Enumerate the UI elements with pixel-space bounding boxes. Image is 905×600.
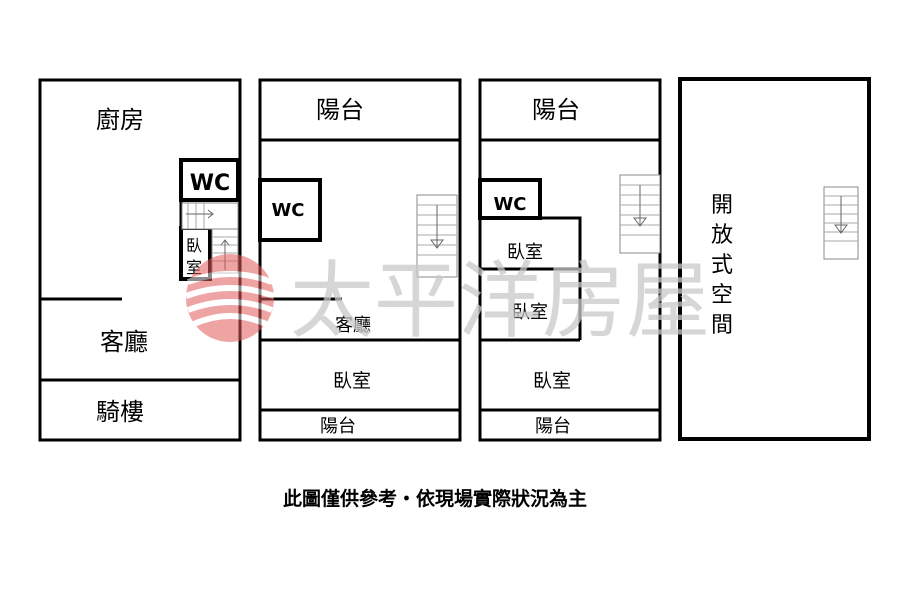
floor-2-outline [258, 78, 462, 442]
floor-1-kitchen-label: 廚房 [96, 106, 144, 134]
floor-3-staircase [619, 174, 661, 254]
floor-4-outline [678, 77, 871, 441]
floor-2-staircase [416, 194, 458, 278]
floor-3-bedroom-a-wall [540, 216, 582, 340]
floor-1-wc-label: WC [190, 171, 230, 196]
floor-3: 陽台 WC 臥室 臥室 臥室 陽台 [478, 78, 662, 442]
floor-3-balcony-bottom-label: 陽台 [535, 416, 571, 437]
floor-4-open-space-label: 開放式空間 [711, 193, 733, 338]
floor-1-wc-room [179, 158, 240, 202]
floor-1-living-label: 客廳 [100, 328, 148, 356]
floor-3-wc-room [478, 178, 542, 220]
watermark: 太平洋房屋 [184, 252, 710, 350]
floor-2-balcony-bottom-label: 陽台 [320, 416, 356, 437]
floor-2-living-label: 客廳 [335, 315, 371, 336]
floor-4: 開放式空間 [678, 77, 871, 441]
floor-2-balcony-top-label: 陽台 [316, 96, 364, 124]
floor-3-balcony-top-label: 陽台 [532, 96, 580, 124]
floor-3-bedroom-a-label: 臥室 [507, 242, 543, 263]
floor-3-outline [478, 78, 662, 442]
floor-2-bedroom-label: 臥室 [333, 370, 371, 392]
floor-2-wc-label: WC [271, 200, 304, 221]
floor-3-bedroom-b-label: 臥室 [512, 302, 548, 323]
floor-1: 廚房 WC 臥 室 客廳 騎樓 [38, 78, 242, 442]
floor-2-wc-room [258, 178, 322, 242]
floor-3-wc-label: WC [493, 194, 526, 215]
watermark-text: 太平洋房屋 [290, 252, 710, 350]
floor-2: 陽台 WC 客廳 臥室 陽台 [258, 78, 462, 442]
floor-4-staircase [823, 186, 859, 260]
disclaimer-caption: 此圖僅供參考・依現場實際狀況為主 [282, 488, 587, 510]
floor-3-bedroom-c-label: 臥室 [533, 370, 571, 392]
floor-1-arcade-label: 騎樓 [96, 398, 144, 426]
watermark-logo-icon [184, 254, 276, 342]
floor-1-bedroom-label-top: 臥 [186, 236, 202, 255]
